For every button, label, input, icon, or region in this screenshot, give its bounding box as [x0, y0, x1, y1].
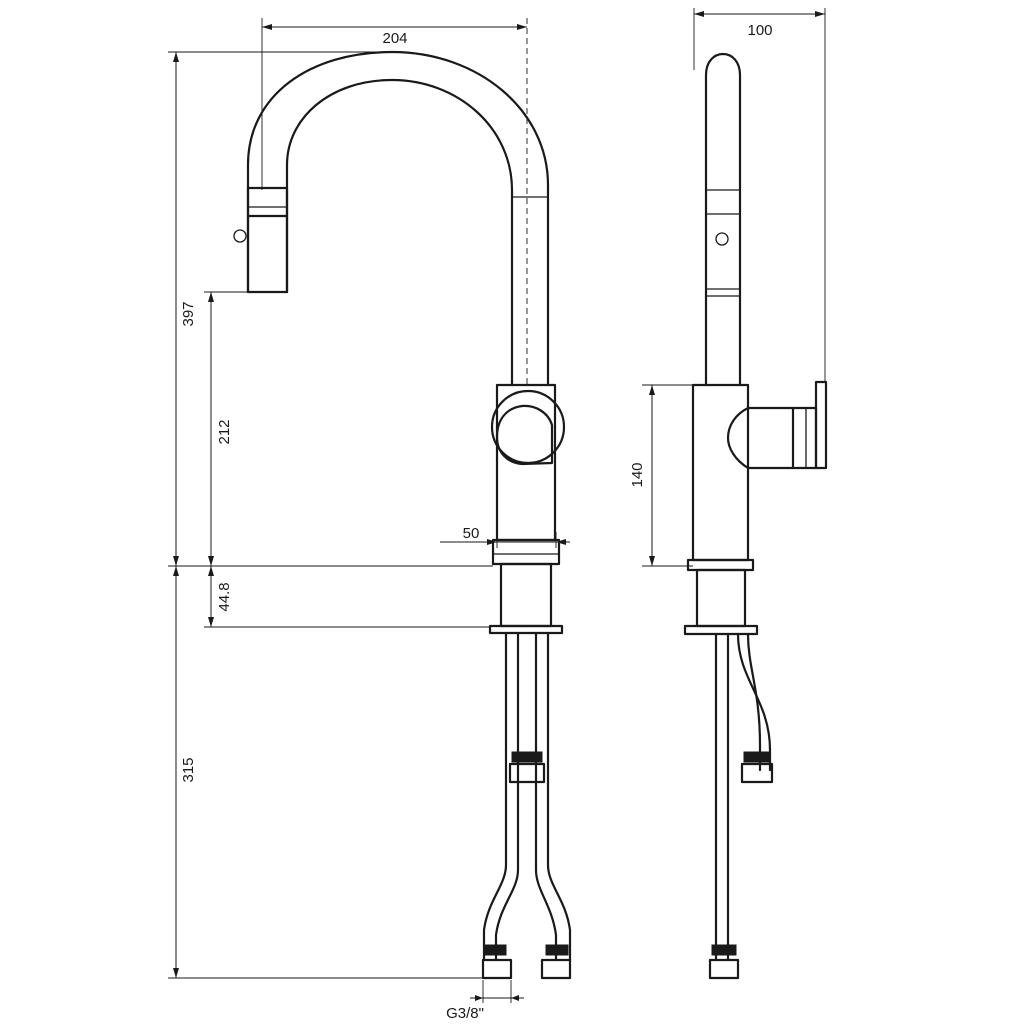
spout	[246, 50, 550, 387]
base-assembly	[488, 538, 564, 635]
dimension-labels: 204 100 397 212 44.8 315 140 50 G3/8"	[180, 22, 773, 1022]
side-body	[691, 383, 750, 562]
side-lever	[726, 406, 795, 470]
hose-fittings	[481, 751, 572, 980]
dim-thread-label: G3/8"	[446, 1005, 484, 1022]
dim-100-label: 100	[747, 22, 772, 39]
dim-315-label: 315	[180, 757, 197, 782]
dim-204-label: 204	[382, 30, 407, 47]
side-view	[683, 52, 828, 980]
dim-212-label: 212	[216, 419, 233, 444]
side-spray-button-icon	[715, 232, 729, 246]
dimension-lines	[168, 8, 826, 1003]
spray-button-icon	[233, 229, 247, 243]
front-view	[233, 50, 572, 980]
side-spout	[704, 52, 742, 387]
dim-50-label: 50	[463, 525, 480, 542]
pull-out-spray-head	[233, 186, 289, 294]
lever-hub	[490, 389, 566, 465]
faucet-body	[490, 383, 566, 542]
dim-397-label: 397	[180, 301, 197, 326]
lever-handle	[495, 404, 554, 466]
supply-hoses	[482, 631, 572, 962]
dim-44-8-label: 44.8	[216, 582, 233, 611]
dim-140-label: 140	[629, 462, 646, 487]
